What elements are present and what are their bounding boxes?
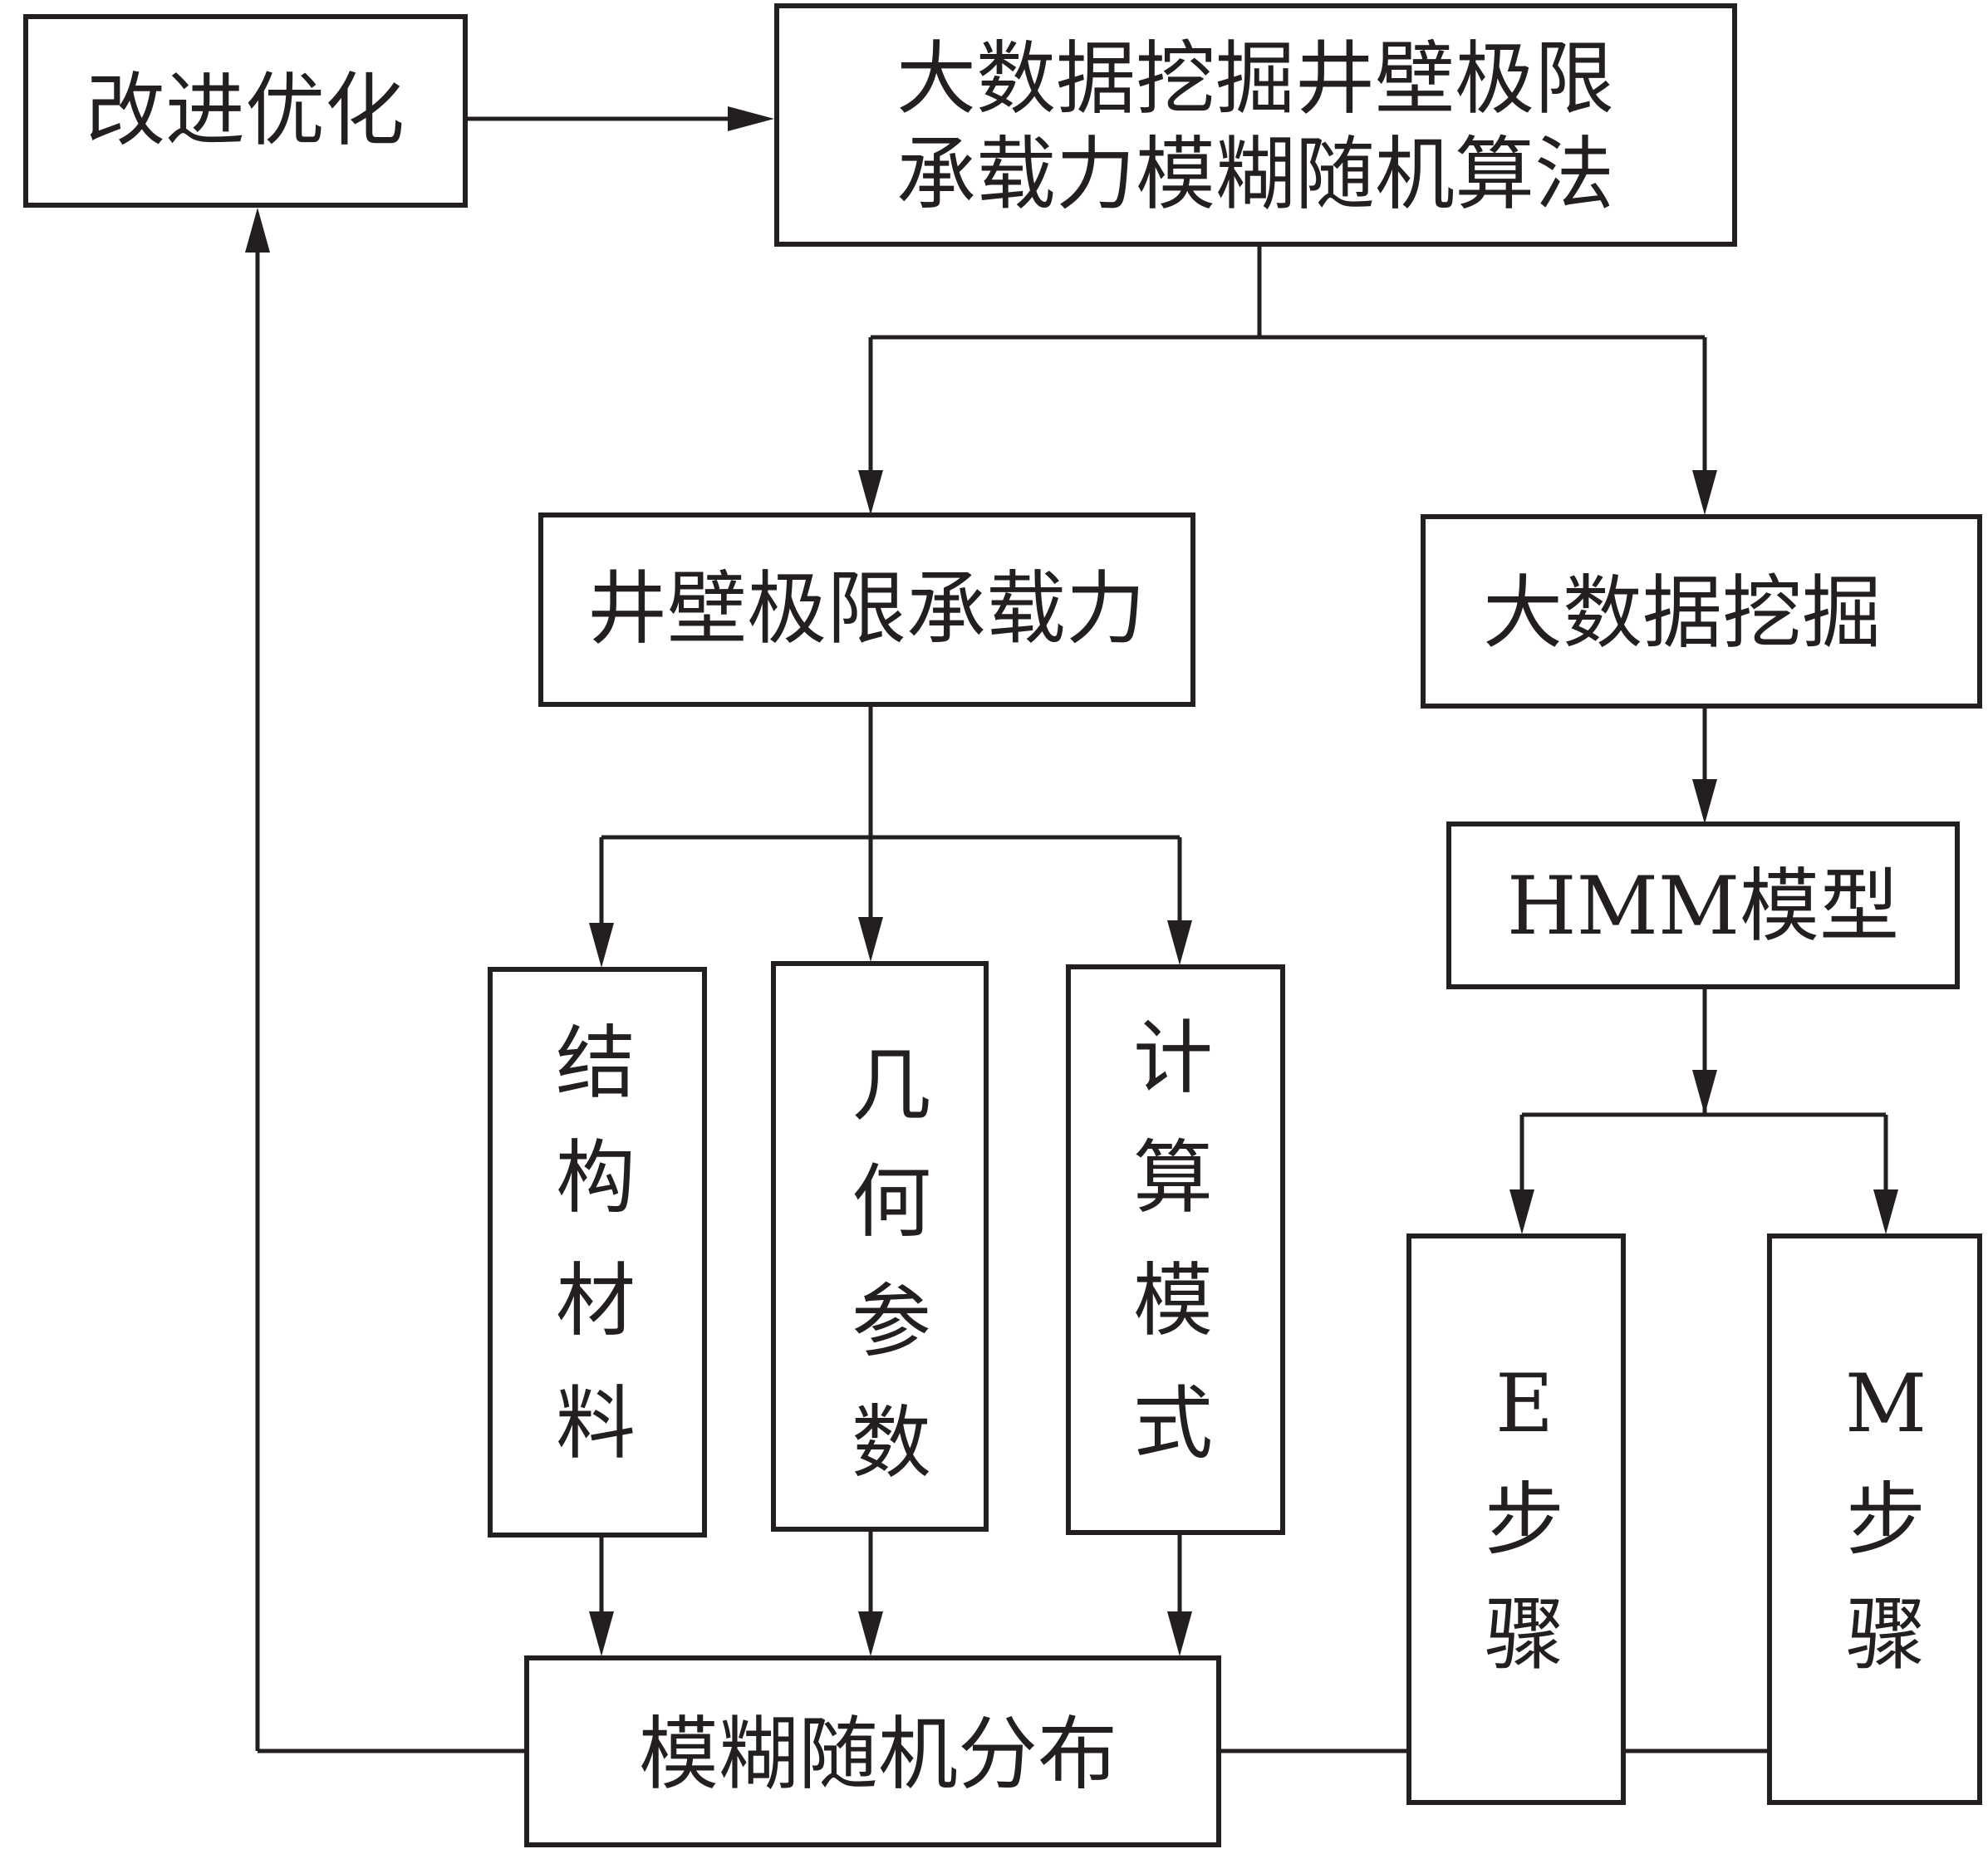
node-algorithm: 大数据挖掘井壁极限 承载力模糊随机算法 (774, 3, 1737, 247)
arrowhead (1167, 1611, 1192, 1656)
node-mstep-char: 步 (1846, 1474, 1926, 1567)
node-mstep: M 步 骤 (1767, 1233, 1982, 1805)
node-material-char: 构 (556, 1131, 636, 1224)
arrowhead (1692, 779, 1717, 824)
arrowhead (589, 923, 614, 968)
node-fuzzy: 模糊随机分布 (524, 1655, 1221, 1847)
arrowhead (589, 1611, 614, 1656)
node-improve-label: 改进优化 (86, 64, 405, 157)
node-bigdata-label: 大数据挖掘 (1483, 566, 1882, 660)
node-estep: E 步 骤 (1406, 1233, 1626, 1805)
node-material-char: 结 (556, 1017, 636, 1110)
node-mstep-char: 骤 (1846, 1588, 1926, 1681)
node-algorithm-line2: 承载力模糊随机算法 (896, 128, 1614, 221)
node-algorithm-line1: 大数据挖掘井壁极限 (896, 32, 1614, 125)
node-hmm: HMM模型 (1446, 822, 1960, 989)
node-estep-char: 骤 (1485, 1588, 1564, 1681)
node-calcmode-char: 模 (1133, 1254, 1213, 1347)
arrowhead (858, 917, 883, 962)
node-estep-char: E (1495, 1357, 1554, 1450)
node-material-char: 材 (556, 1254, 636, 1347)
arrowhead (1509, 1189, 1534, 1234)
node-capacity-label: 井壁极限承载力 (587, 562, 1146, 655)
node-improve: 改进优化 (23, 14, 468, 208)
arrowhead (728, 106, 774, 131)
node-material: 结 构 材 料 (488, 967, 707, 1538)
arrowhead (1692, 1070, 1717, 1115)
node-hmm-label: HMM模型 (1507, 860, 1899, 953)
arrowhead (245, 208, 270, 253)
node-geometry-char: 参 (852, 1275, 931, 1368)
node-calcmode-char: 计 (1133, 1012, 1213, 1105)
node-estep-char: 步 (1485, 1474, 1564, 1567)
node-geometry-char: 何 (852, 1155, 931, 1248)
arrowhead (858, 1611, 883, 1656)
node-fuzzy-label: 模糊随机分布 (639, 1708, 1117, 1801)
node-calcmode-char: 算 (1133, 1131, 1213, 1224)
node-material-char: 料 (556, 1377, 636, 1470)
arrowhead (1692, 470, 1717, 515)
node-mstep-char: M (1845, 1357, 1927, 1450)
node-calcmode: 计 算 模 式 (1066, 964, 1285, 1535)
arrowhead (1873, 1189, 1898, 1234)
arrowhead (858, 470, 883, 515)
node-geometry-char: 几 (852, 1039, 931, 1132)
node-capacity: 井壁极限承载力 (538, 513, 1195, 707)
arrowhead (1167, 920, 1192, 965)
node-geometry-char: 数 (852, 1396, 931, 1489)
node-geometry: 几 何 参 数 (771, 961, 989, 1532)
node-bigdata: 大数据挖掘 (1421, 514, 1982, 709)
node-calcmode-char: 式 (1133, 1377, 1213, 1470)
